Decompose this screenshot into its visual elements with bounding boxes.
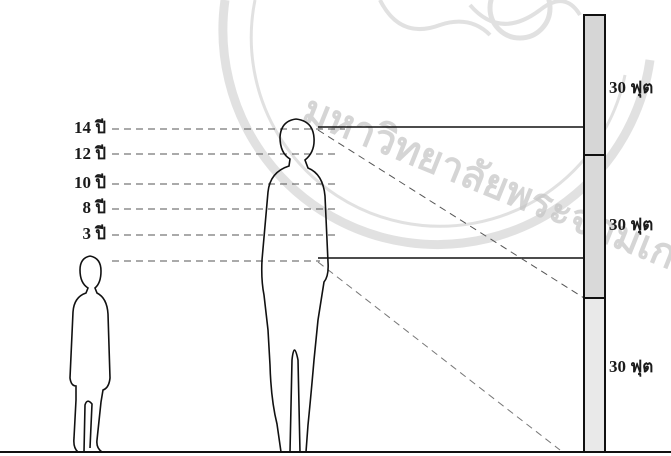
wall-label-top: 30 ฟุต [609,78,653,98]
age-label-14: 14 ปี [58,119,106,137]
age-dashed-lines [112,129,345,261]
wall-segment-bottom [584,298,605,452]
child-silhouette [70,256,110,452]
lower-diagonal-dashed [318,262,560,450]
wall-segment-top [584,15,605,155]
wall-segment-middle [584,155,605,298]
wall-label-bottom: 30 ฟุต [609,357,653,377]
wall [584,15,605,452]
watermark-text: มหาวิทยาลัยพระจอมเกล้า [297,87,671,296]
age-label-10: 10 ปี [58,174,106,192]
age-label-3: 3 ปี [58,225,106,243]
age-label-12: 12 ปี [58,145,106,163]
wall-label-middle: 30 ฟุต [609,215,653,235]
age-label-8: 8 ปี [58,199,106,217]
